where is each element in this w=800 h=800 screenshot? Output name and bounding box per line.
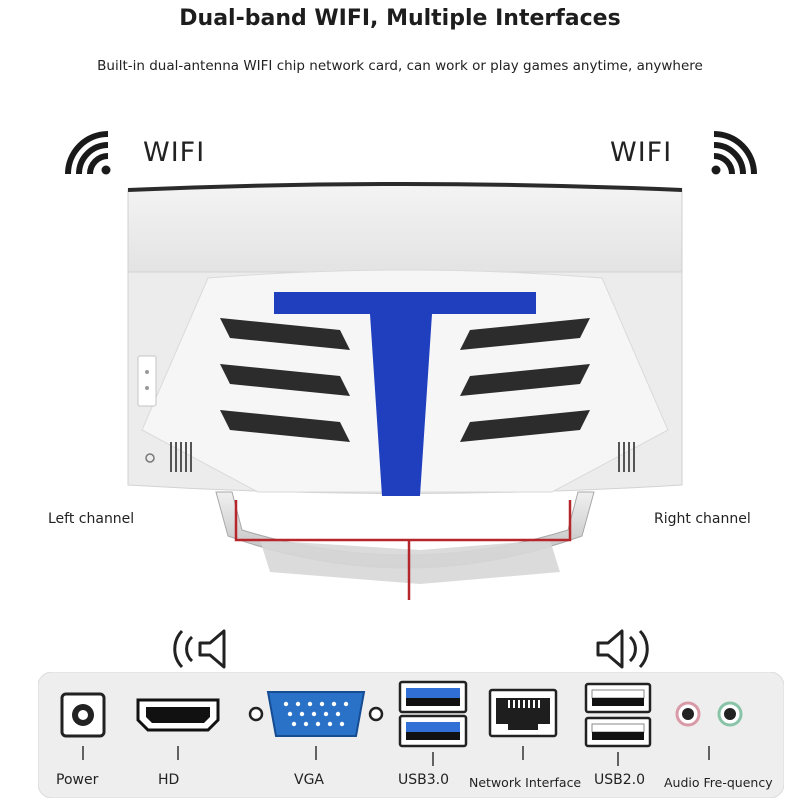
right-channel-label: Right channel [654, 511, 751, 527]
hdmi-port-icon [136, 698, 220, 732]
monitor-back-illustration [127, 182, 683, 600]
port-label-hd: HD [158, 772, 180, 788]
page-subtitle: Built-in dual-antenna WIFI chip network … [97, 58, 703, 74]
speaker-icon-left [173, 629, 226, 669]
port-label-usb2: USB2.0 [594, 772, 646, 788]
usb3-port-icon [398, 680, 468, 748]
speaker-icon-right [596, 629, 649, 669]
audio-port-icon [675, 701, 743, 727]
power-port-icon [60, 692, 106, 738]
left-channel-label: Left channel [48, 511, 135, 527]
port-label-power: Power [56, 772, 99, 788]
port-label-audio: Audio Fre-quency [664, 775, 773, 790]
port-label-usb3: USB3.0 [398, 772, 450, 788]
wifi-icon-right [711, 131, 757, 175]
port-label-network: Network Interface [469, 775, 582, 790]
page-title: Dual-band WIFI, Multiple Interfaces [179, 6, 621, 31]
wifi-label-left: WIFI [143, 137, 206, 168]
usb2-port-icon [584, 682, 652, 748]
port-label-vga: VGA [294, 772, 325, 788]
ports-panel [38, 672, 784, 798]
wifi-label-right: WIFI [610, 137, 673, 168]
vga-port-icon [248, 691, 384, 737]
wifi-icon-left [65, 131, 111, 175]
network-port-icon [488, 688, 558, 738]
